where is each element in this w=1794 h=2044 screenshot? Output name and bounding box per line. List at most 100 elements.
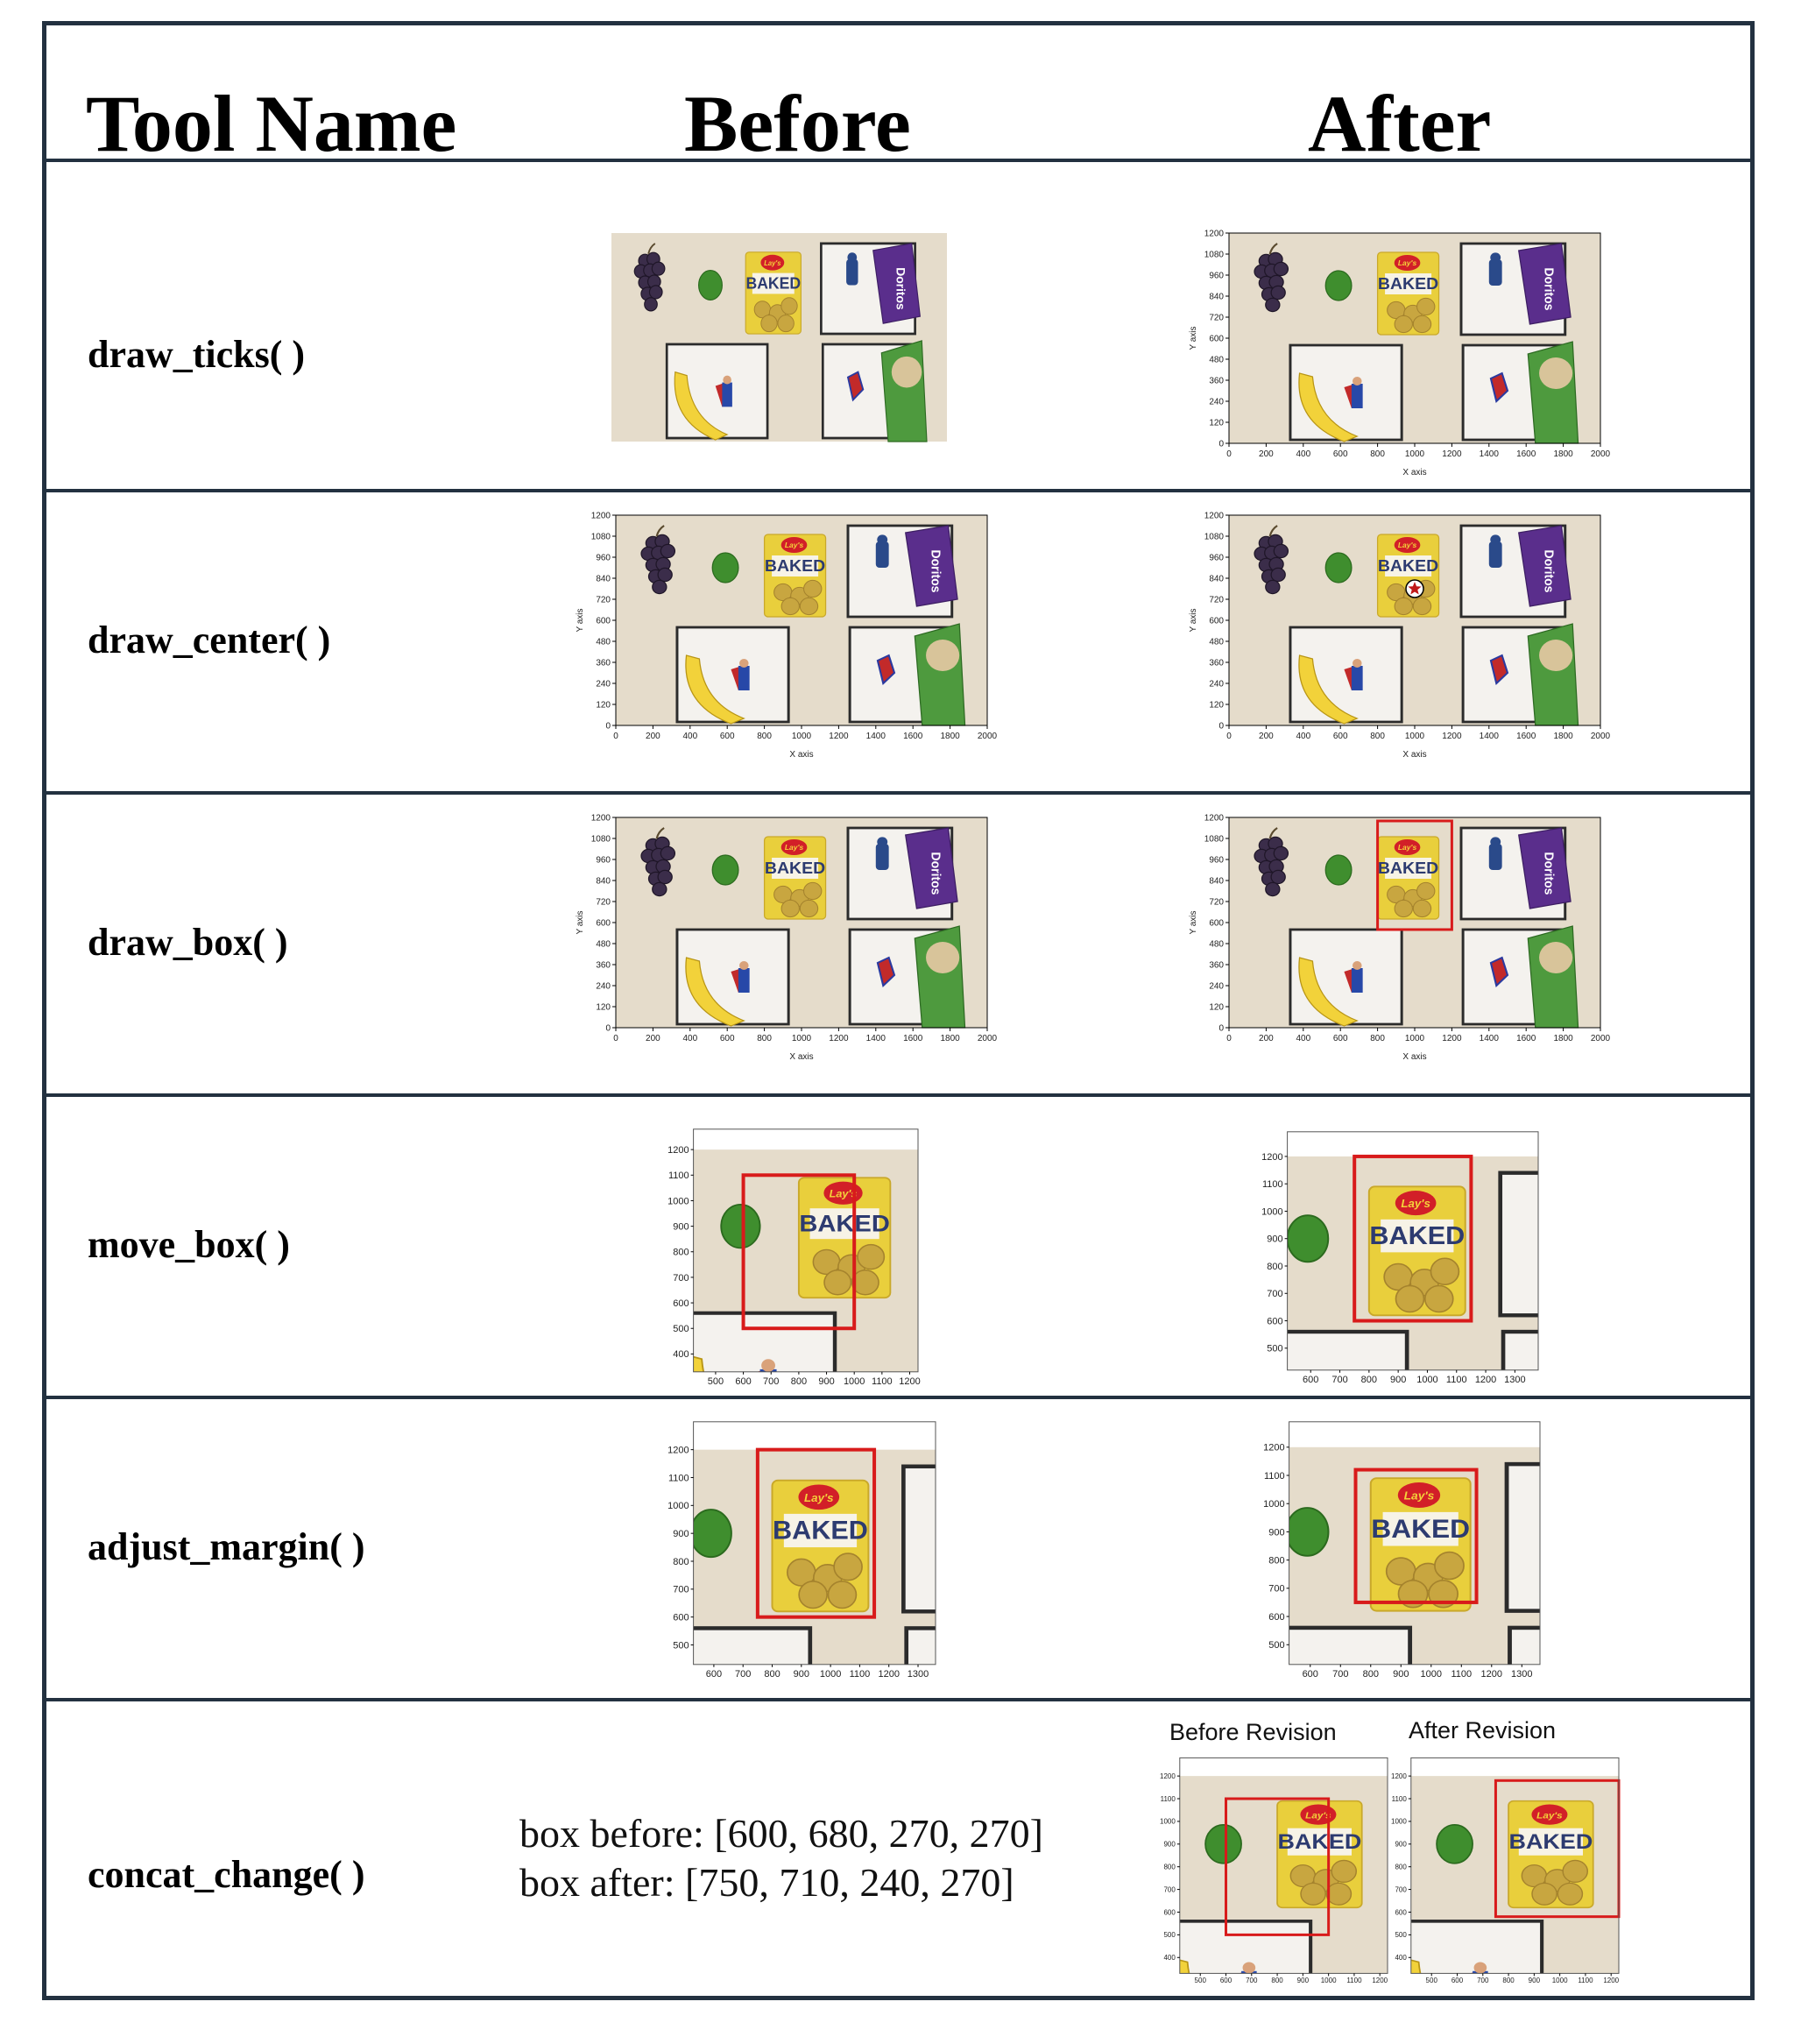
y-tick-label: 1200 (1261, 1152, 1282, 1163)
purple-bag (1518, 525, 1572, 607)
y-tick-label: 840 (1209, 293, 1224, 302)
lime-icon (1324, 854, 1353, 886)
figurine-head (877, 534, 888, 545)
superhero-head (1473, 1962, 1487, 1974)
plot-frame (1179, 1757, 1388, 1974)
y-tick-label: 840 (1209, 877, 1224, 887)
figurine-icon (875, 844, 889, 870)
y-tick-label: 0 (605, 1024, 611, 1034)
tool-draw-center: draw_center( ) (88, 619, 331, 661)
y-tick-label: 120 (1209, 701, 1224, 711)
x-tick-label: 600 (1303, 1375, 1318, 1385)
x-tick-label: 700 (735, 1669, 751, 1680)
spider-hero-icon (1489, 654, 1509, 685)
grape-icon (1265, 579, 1281, 595)
x-tick-label: 600 (735, 1376, 751, 1387)
figurine-icon (1488, 259, 1502, 286)
tool-draw-ticks: draw_ticks( ) (88, 333, 306, 376)
y-tick-label: 1100 (1264, 1471, 1285, 1482)
x-tick-label: 700 (763, 1376, 779, 1387)
y-axis-label: Y axis (1189, 910, 1198, 934)
grape-stem (655, 827, 665, 839)
chips-logo-text: Lay's (785, 844, 804, 852)
paper-sheet (693, 1626, 813, 1665)
chip-icon (780, 597, 800, 616)
x-tick-label: 1600 (1516, 449, 1536, 459)
bounding-box (1376, 819, 1453, 931)
row-divider (46, 1396, 1750, 1399)
chips-logo (1394, 839, 1421, 855)
x-tick-label: 1300 (1504, 1375, 1525, 1385)
figurine-head (1490, 534, 1501, 545)
x-tick-label: 600 (1333, 449, 1348, 459)
header-before: Before (684, 79, 911, 168)
grape-icon (652, 881, 667, 897)
lime-icon (1436, 1824, 1473, 1864)
y-tick-label: 840 (1209, 575, 1224, 584)
paper-sheet (1501, 1329, 1538, 1370)
y-tick-label: 700 (1267, 1289, 1282, 1299)
row-divider (46, 159, 1750, 162)
chips-brand-text: BAKED (1378, 859, 1438, 877)
chip-icon (1562, 1859, 1589, 1883)
y-tick-label: 700 (673, 1585, 689, 1595)
paper-sheet (1289, 1625, 1413, 1665)
chips-logo-text: Lay's (1398, 541, 1417, 549)
chip-icon (1395, 1284, 1425, 1313)
y-tick-label: 1200 (591, 512, 611, 521)
y-axis-label: Y axis (576, 910, 585, 934)
grape-icon (652, 579, 667, 595)
x-tick-label: 1800 (940, 732, 960, 741)
x-tick-label: 200 (646, 732, 660, 741)
figurine-icon (875, 541, 889, 568)
superhero-icon (722, 382, 732, 407)
green-bag-photo (1539, 640, 1573, 671)
box-before-text: box before: [600, 680, 270, 270] (519, 1811, 1043, 1856)
grape-icon (1265, 297, 1281, 313)
y-tick-label: 600 (1209, 919, 1224, 929)
x-tick-label: 600 (1333, 1034, 1348, 1043)
chip-icon (799, 597, 819, 616)
grape-stem (1268, 243, 1278, 255)
x-tick-label: 1000 (1405, 732, 1425, 741)
spider-hero-icon (876, 956, 896, 987)
y-tick-label: 1080 (591, 533, 611, 542)
y-tick-label: 500 (673, 1640, 689, 1651)
x-tick-label: 800 (1370, 1034, 1385, 1043)
bounding-box (1225, 1797, 1331, 1936)
superhero-icon (738, 968, 750, 993)
grape-icon (651, 261, 666, 276)
chip-icon (1531, 1882, 1557, 1906)
x-tick-label: 1200 (1442, 732, 1462, 741)
x-tick-label: 600 (720, 1034, 735, 1043)
y-tick-label: 800 (1267, 1262, 1282, 1272)
x-tick-label: 1100 (850, 1669, 871, 1680)
y-tick-label: 120 (1209, 1003, 1224, 1013)
bounding-box (1353, 1468, 1479, 1604)
y-tick-label: 240 (596, 982, 611, 992)
x-tick-label: 900 (1390, 1375, 1406, 1385)
x-tick-label: 1200 (1442, 1034, 1462, 1043)
y-tick-label: 800 (1163, 1863, 1176, 1871)
comparison-table: Tool Name Before After draw_ticks( ) dra… (42, 21, 1755, 2000)
y-tick-label: 1200 (667, 1445, 689, 1455)
superhero-head (723, 375, 731, 385)
x-tick-label: 1800 (1553, 449, 1573, 459)
row-divider (46, 1093, 1750, 1097)
bounding-box (1353, 1154, 1473, 1323)
y-tick-label: 800 (1268, 1555, 1284, 1566)
superhero-head (1352, 961, 1362, 970)
chip-icon (1412, 597, 1432, 616)
chips-logo-text: Lay's (830, 1188, 858, 1199)
x-tick-label: 600 (1333, 732, 1348, 741)
plot-frame (693, 1128, 919, 1373)
grape-icon (1265, 881, 1281, 897)
y-tick-label: 840 (596, 877, 611, 887)
grape-stem (655, 525, 665, 537)
y-tick-label: 240 (1209, 680, 1224, 690)
chips-label-panel (1385, 858, 1432, 879)
chip-icon (1394, 899, 1413, 918)
